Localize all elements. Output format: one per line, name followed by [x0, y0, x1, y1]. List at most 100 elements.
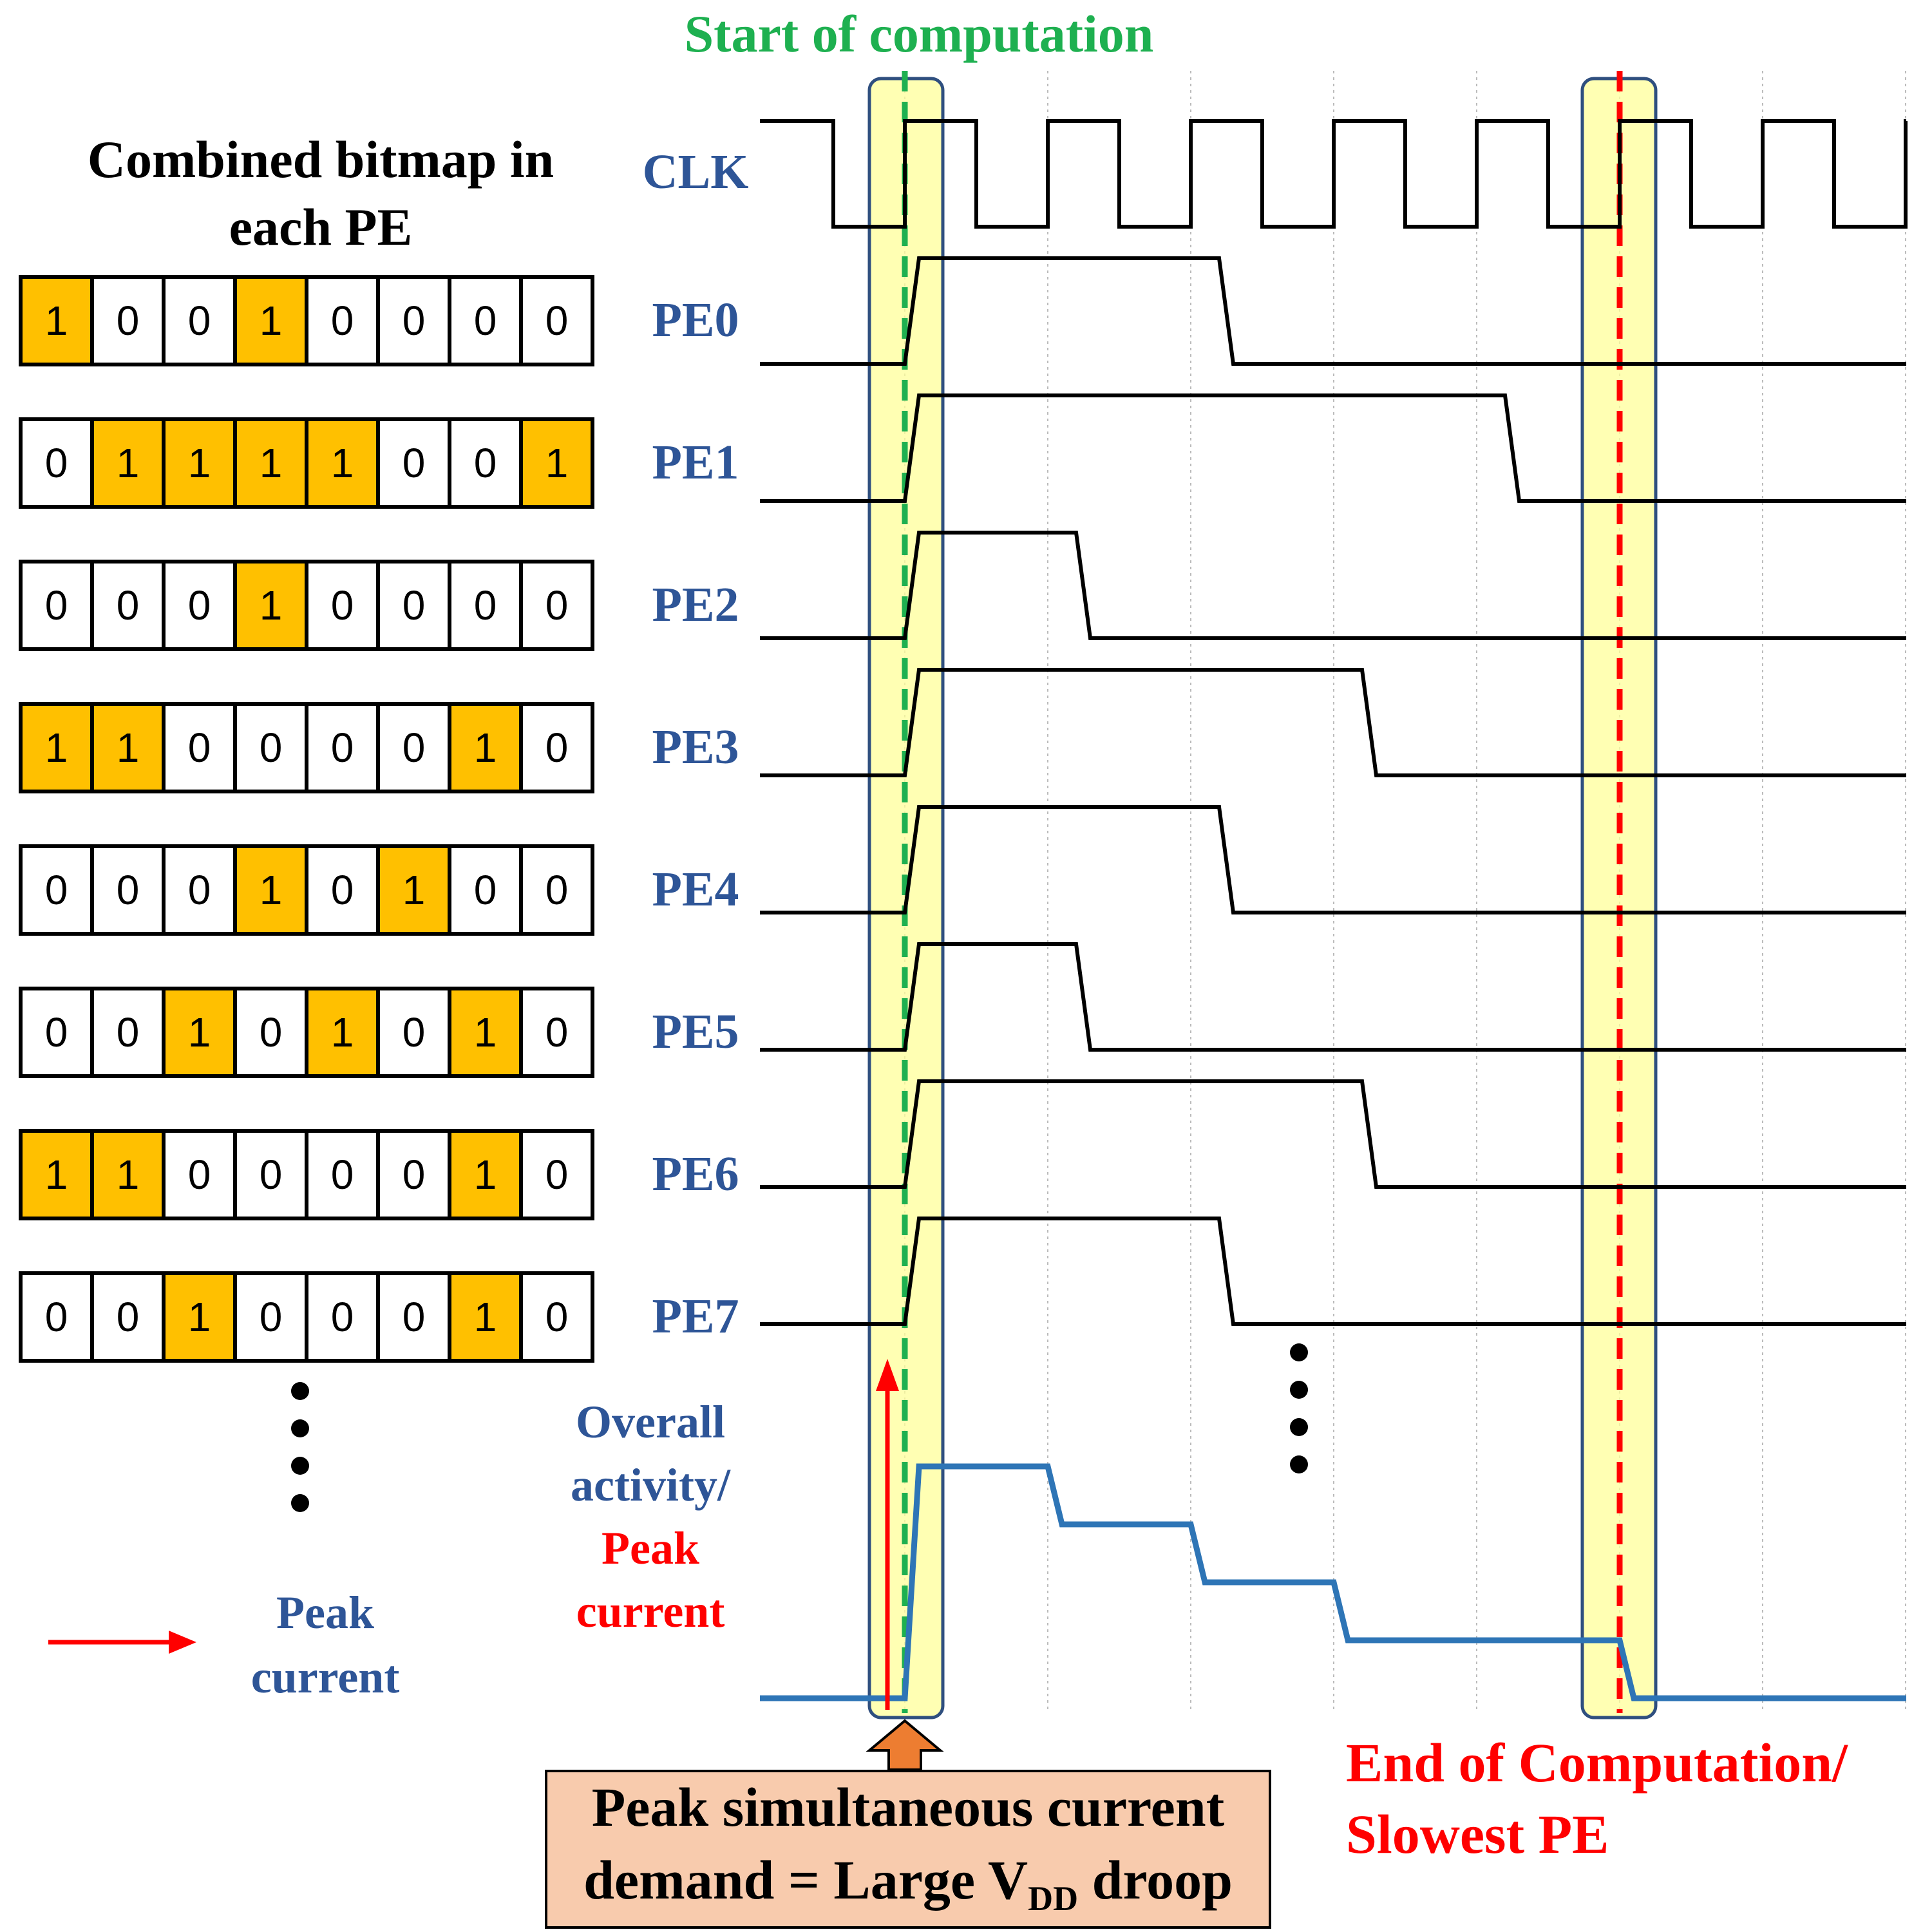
bitmap-cell-value: 0 — [545, 582, 569, 629]
bitmap-cell — [90, 275, 166, 366]
bitmap-cell-value: 0 — [331, 1294, 354, 1340]
bitmap-cell-value: 0 — [117, 298, 140, 344]
bitmap-cell — [448, 702, 523, 793]
clk-label: CLK — [643, 145, 749, 199]
bitmap-cell-value: 1 — [188, 440, 211, 486]
bitmap-cell-value: 1 — [402, 867, 426, 913]
bitmap-cell-value: 1 — [474, 1009, 497, 1056]
bitmap-cell-value: 0 — [545, 1294, 569, 1340]
bitmap-cell-value: 0 — [331, 724, 354, 771]
bitmap-cell-value: 0 — [545, 867, 569, 913]
chart-ellipsis — [1290, 1343, 1308, 1473]
bitmap-cell-value: 1 — [260, 440, 283, 486]
bitmap-cell-value: 1 — [188, 1009, 211, 1056]
bitmap-cell-value: 0 — [188, 298, 211, 344]
callout-line2-subscript: DD — [1028, 1879, 1078, 1918]
bitmap-cell — [162, 1129, 237, 1220]
bitmap-cell — [376, 1129, 451, 1220]
bitmap-cell — [90, 1129, 166, 1220]
bitmap-cell-value: 0 — [402, 1151, 426, 1198]
grid-lines — [904, 71, 1906, 1713]
bitmap-cell-value: 0 — [188, 1151, 211, 1198]
bitmap-cell-value: 1 — [474, 724, 497, 771]
bitmap-cell-value: 1 — [117, 724, 140, 771]
pe-label: PE3 — [652, 720, 739, 774]
overall-label-line3: Peak — [601, 1522, 699, 1574]
bitmap-cell — [305, 1129, 380, 1220]
pe-waveform — [760, 393, 1906, 503]
bitmap-cell — [305, 702, 380, 793]
bitmap-cell — [519, 844, 594, 936]
bitmap-cell-value: 1 — [260, 582, 283, 629]
bitmap-cell — [519, 1271, 594, 1363]
pe-label: PE2 — [652, 578, 739, 632]
bitmap-cell — [162, 417, 237, 509]
bitmap-cell-value: 1 — [260, 867, 283, 913]
bitmap-cell-value: 0 — [474, 440, 497, 486]
bitmap-cell — [90, 702, 166, 793]
pe-waveform — [760, 1217, 1906, 1326]
callout-line2-main: demand = Large V — [583, 1849, 1028, 1911]
pe-label: PE1 — [652, 435, 739, 489]
bitmap-cell — [90, 844, 166, 936]
callout-arrow — [866, 1719, 944, 1771]
bitmap-cell-value: 1 — [117, 440, 140, 486]
bitmap-cell-value: 0 — [260, 1151, 283, 1198]
bitmap-cell — [233, 1271, 308, 1363]
legend-label-line1: Peak — [276, 1587, 374, 1638]
bitmap-cell — [305, 844, 380, 936]
bitmap-cell — [376, 1271, 451, 1363]
bitmap-cell-value: 0 — [260, 724, 283, 771]
bitmap-cell-value: 0 — [545, 1009, 569, 1056]
pe-label: PE0 — [652, 293, 739, 347]
pe-label: PE7 — [652, 1289, 739, 1343]
bitmap-cell-value: 0 — [260, 1294, 283, 1340]
bitmap-cell-value: 1 — [45, 298, 68, 344]
bitmap-cell — [90, 417, 166, 509]
legend-arrowhead — [169, 1631, 196, 1654]
callout-line1: Peak simultaneous current — [592, 1776, 1225, 1838]
bitmap-cell — [448, 275, 523, 366]
bitmap-cell — [90, 560, 166, 651]
bitmap-cell-value: 0 — [402, 724, 426, 771]
bitmap-cell — [233, 1129, 308, 1220]
bitmap-cell-value: 0 — [45, 867, 68, 913]
peak-demand-callout: Peak simultaneous current demand = Large… — [545, 1719, 1271, 1929]
pe-waveform — [760, 1079, 1906, 1189]
bitmap-cell — [448, 1129, 523, 1220]
bitmap-cell-value: 0 — [45, 1009, 68, 1056]
bitmap-cell-value: 0 — [260, 1009, 283, 1056]
bitmap-cell — [233, 417, 308, 509]
pe-waveform — [760, 805, 1906, 914]
end-label-line2: Slowest PE — [1346, 1803, 1609, 1865]
clk-waveform — [760, 119, 1908, 229]
pe-waveform — [760, 942, 1906, 1052]
bitmap-title-line2: each PE — [229, 198, 413, 256]
pe-label: PE6 — [652, 1147, 739, 1201]
bitmap-cell — [519, 417, 594, 509]
bitmap-cell-value: 1 — [188, 1294, 211, 1340]
bitmap-cell — [519, 702, 594, 793]
bitmap-cell-value: 1 — [260, 298, 283, 344]
pe-label: PE4 — [652, 862, 739, 916]
callout-line2-end: droop — [1078, 1849, 1233, 1911]
bitmap-cell-value: 1 — [474, 1151, 497, 1198]
bitmap-cell — [376, 275, 451, 366]
bitmap-cell-value: 1 — [331, 1009, 354, 1056]
bitmap-cell-value: 0 — [331, 298, 354, 344]
bitmap-cell-value: 0 — [331, 1151, 354, 1198]
bitmap-cell-value: 1 — [545, 440, 569, 486]
pe-label: PE5 — [652, 1005, 739, 1059]
bitmap-cell — [19, 1129, 94, 1220]
bitmap-cell-value: 0 — [117, 867, 140, 913]
bitmap-cell-value: 1 — [117, 1151, 140, 1198]
bitmap-cell-value: 0 — [474, 867, 497, 913]
